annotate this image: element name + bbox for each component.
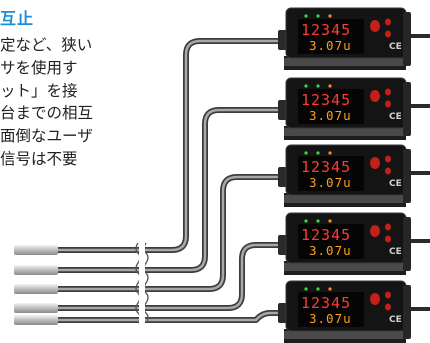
- status-led: [304, 287, 308, 291]
- display-sub-value: 3.07u: [309, 108, 352, 123]
- status-led: [316, 219, 320, 223]
- display-main-value: 12345: [301, 294, 351, 312]
- status-led: [316, 287, 320, 291]
- cable-end-cap: [403, 217, 411, 271]
- description-line: ット」を接: [0, 81, 78, 100]
- ce-mark: CE: [389, 179, 402, 189]
- adjust-button[interactable]: [385, 30, 391, 38]
- display-window: [298, 292, 364, 327]
- adjust-button[interactable]: [385, 167, 391, 175]
- mode-button[interactable]: [370, 157, 380, 169]
- display-window: [298, 89, 364, 124]
- status-led: [304, 84, 308, 88]
- set-button[interactable]: [385, 155, 391, 163]
- status-led: [328, 84, 332, 88]
- fiber-tips: [14, 245, 58, 325]
- set-button[interactable]: [385, 291, 391, 299]
- mode-button[interactable]: [370, 20, 380, 32]
- display-window: [298, 19, 364, 54]
- status-led: [328, 151, 332, 155]
- display-main-value: 12345: [301, 158, 351, 176]
- display-window: [298, 156, 364, 191]
- display-main-value: 12345: [301, 21, 351, 39]
- display-main-value: 12345: [301, 91, 351, 109]
- description-line: 定など、狭い: [0, 36, 93, 54]
- description-line: 面倒なユーザ: [0, 127, 93, 146]
- fiber-cables: [55, 34, 430, 323]
- set-button[interactable]: [385, 223, 391, 231]
- display-sub-value: 3.07u: [309, 38, 352, 53]
- mode-button[interactable]: [370, 225, 380, 237]
- status-led: [328, 14, 332, 18]
- set-button[interactable]: [385, 18, 391, 26]
- mode-button[interactable]: [370, 90, 380, 102]
- status-led: [316, 151, 320, 155]
- status-led: [316, 84, 320, 88]
- display-window: [298, 224, 364, 259]
- display-sub-value: 3.07u: [309, 243, 352, 258]
- status-led: [328, 219, 332, 223]
- display-main-value: 12345: [301, 226, 351, 244]
- description-line: 信号は不要: [0, 149, 78, 168]
- description-line: 台までの相互: [0, 104, 94, 123]
- description-text: 定など、狭い サを使用す ット」を接 台までの相互 面倒なユーザ 信号は不要: [0, 34, 140, 171]
- cable-end-cap: [403, 82, 411, 136]
- adjust-button[interactable]: [385, 100, 391, 108]
- cable-end-cap: [403, 149, 411, 203]
- section-heading: 互止: [0, 9, 35, 28]
- status-led: [304, 14, 308, 18]
- description-line: サを使用す: [0, 58, 78, 77]
- ce-mark: CE: [389, 42, 402, 52]
- display-sub-value: 3.07u: [309, 311, 352, 326]
- adjust-button[interactable]: [385, 235, 391, 243]
- ce-mark: CE: [389, 247, 402, 257]
- status-led: [316, 14, 320, 18]
- adjust-button[interactable]: [385, 303, 391, 311]
- mode-button[interactable]: [370, 293, 380, 305]
- status-led: [304, 219, 308, 223]
- cable-end-cap: [403, 12, 411, 66]
- ce-mark: CE: [389, 315, 402, 325]
- set-button[interactable]: [385, 88, 391, 96]
- status-led: [304, 151, 308, 155]
- status-led: [328, 287, 332, 291]
- ce-mark: CE: [389, 112, 402, 122]
- display-sub-value: 3.07u: [309, 175, 352, 190]
- cable-end-cap: [403, 285, 411, 339]
